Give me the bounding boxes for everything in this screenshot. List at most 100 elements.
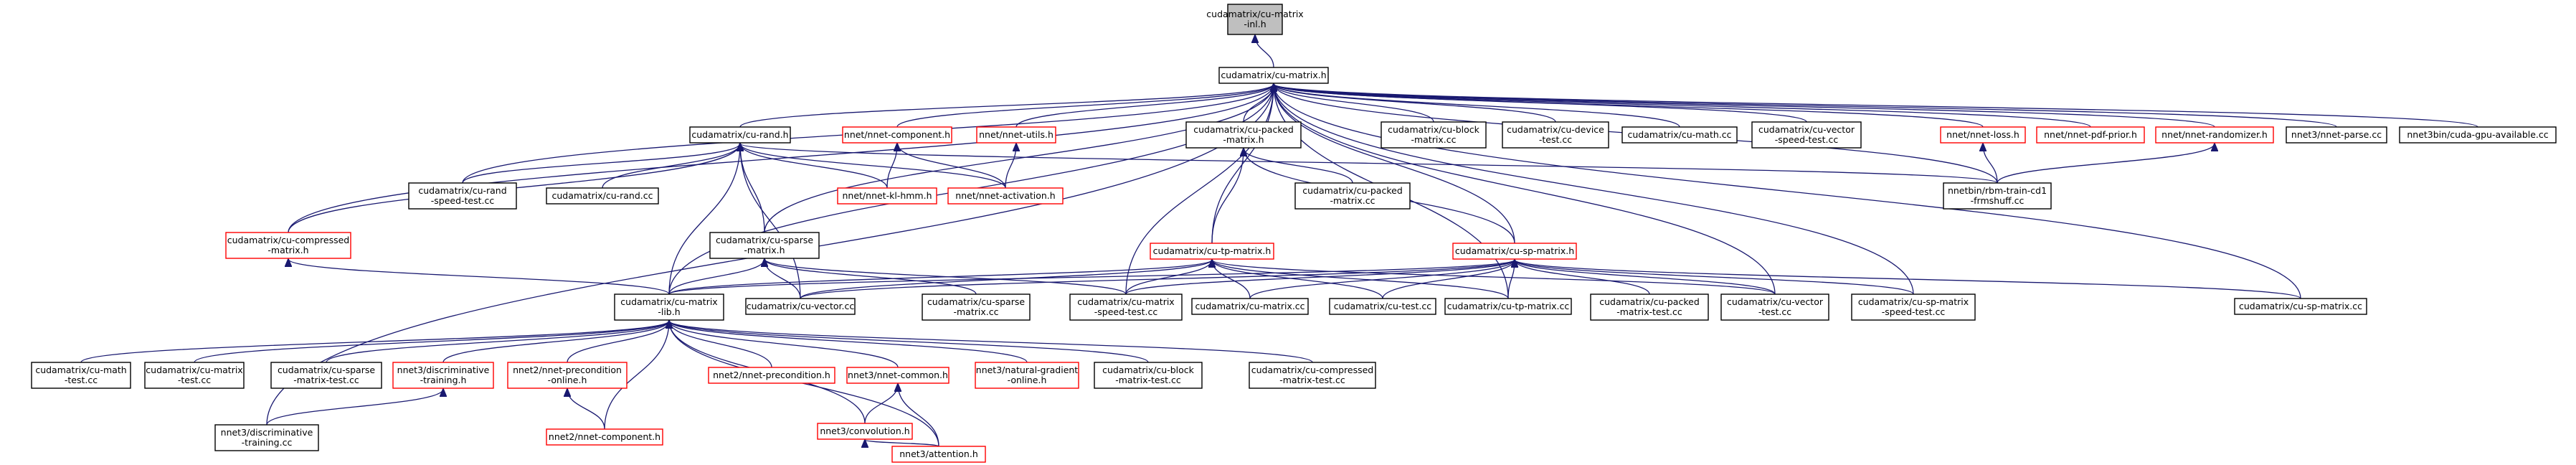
node-nnet-component-h[interactable]: nnet/nnet-component.h <box>842 126 952 144</box>
node-nnet-randomizer-h[interactable]: nnet/nnet-randomizer.h <box>2155 126 2274 144</box>
node-nnet3-attention-h[interactable]: nnet3/attention.h <box>891 446 986 463</box>
node-box <box>689 126 791 144</box>
node-cu-tp-matrix-cc[interactable]: cudamatrix/cu-tp-matrix.cc <box>1444 298 1572 315</box>
node-label: -matrix-test.cc <box>1115 375 1181 385</box>
node-box <box>1218 67 1329 84</box>
node-nnet3-convolution-h[interactable]: nnet3/convolution.h <box>817 423 913 440</box>
edge-cu-tp-matrix-cc-to-cu-tp-matrix-h <box>1212 260 1509 299</box>
node-box <box>614 293 724 321</box>
node-label: cudamatrix/cu-matrix <box>620 296 717 307</box>
node-box <box>2234 298 2367 315</box>
edge-cu-test-cc-to-cu-tp-matrix-h <box>1212 260 1383 299</box>
node-label: cudamatrix/cu-rand.h <box>691 129 788 140</box>
node-nnet-pdf-prior-h[interactable]: nnet/nnet-pdf-prior.h <box>2036 126 2145 144</box>
edge-nnet3-convolution-h-to-nnet3-common-h <box>864 384 898 424</box>
node-cu-sp-matrix-cc[interactable]: cudamatrix/cu-sp-matrix.cc <box>2234 298 2367 315</box>
node-cu-matrix-speedtest[interactable]: cudamatrix/cu-matrix-speed-test.cc <box>1069 293 1183 321</box>
node-cu-math-test[interactable]: cudamatrix/cu-math-test.cc <box>31 362 131 389</box>
node-cu-rand-h[interactable]: cudamatrix/cu-rand.h <box>689 126 791 144</box>
edge-cu-matrix-lib-h-to-cu-tp-matrix-h <box>668 260 1212 295</box>
node-box <box>817 423 913 440</box>
node-label: -test.cc <box>65 375 98 385</box>
node-box <box>975 362 1079 389</box>
node-nnet3-parse-cc[interactable]: nnet3/nnet-parse.cc <box>2286 126 2387 144</box>
node-cu-math-cc[interactable]: cudamatrix/cu-math.cc <box>1621 126 1738 144</box>
node-cu-vector-cc[interactable]: cudamatrix/cu-vector.cc <box>745 298 856 315</box>
node-box <box>1294 182 1411 210</box>
edge-nnet3-disc-training-cc-to-nnet3-disc-training-h <box>266 389 443 426</box>
node-cu-matrix-test[interactable]: cudamatrix/cu-matrix-test.cc <box>144 362 245 389</box>
node-cu-rand-cc[interactable]: cudamatrix/cu-rand.cc <box>546 187 659 205</box>
node-nnet2-precond-h[interactable]: nnet2/nnet-precondition.h <box>708 367 835 384</box>
edge-cu-sp-matrix-cc-to-cu-sp-matrix-h <box>1515 260 2301 299</box>
node-label: nnetbin/rbm-train-cd1 <box>1948 185 2047 196</box>
edge-cu-sparse-matrix-test-to-cu-matrix-lib-h <box>326 321 669 363</box>
node-nnet2-component-h[interactable]: nnet2/nnet-component.h <box>546 428 663 446</box>
node-cu-matrix-cc[interactable]: cudamatrix/cu-matrix.cc <box>1191 298 1309 315</box>
edge-cu-sp-matrix-speedtest-to-cu-sp-matrix-h <box>1515 260 1914 295</box>
edge-cu-vector-test-to-cu-tp-matrix-h <box>1212 260 1776 295</box>
node-cu-sparse-matrix-test[interactable]: cudamatrix/cu-sparse-matrix-test.cc <box>270 362 382 389</box>
node-cu-block-matrix-cc[interactable]: cudamatrix/cu-block-matrix.cc <box>1381 121 1487 149</box>
node-label: cudamatrix/cu-sp-matrix.cc <box>2239 301 2362 311</box>
node-cu-packed-matrix-cc[interactable]: cudamatrix/cu-packed-matrix.cc <box>1294 182 1411 210</box>
edge-cu-tp-matrix-h-to-cu-matrix <box>1211 84 1274 244</box>
node-cu-block-matrix-test[interactable]: cudamatrix/cu-block-matrix-test.cc <box>1094 362 1203 389</box>
node-rbm-train-cd1[interactable]: nnetbin/rbm-train-cd1-frmshuff.cc <box>1943 182 2052 210</box>
node-nnet-kl-hmm-h[interactable]: nnet/nnet-kl-hmm.h <box>837 187 937 205</box>
edge-cu-vector-test-to-cu-sp-matrix-h <box>1515 260 1776 295</box>
node-box <box>1094 362 1203 389</box>
node-nnet3-common-h[interactable]: nnet3/nnet-common.h <box>846 367 950 384</box>
node-label: nnet3/nnet-parse.cc <box>2291 129 2382 140</box>
node-nnet3-disc-training-cc[interactable]: nnet3/discriminative-training.cc <box>214 424 319 451</box>
node-cu-packed-matrix-test[interactable]: cudamatrix/cu-packed-matrix-test.cc <box>1590 293 1709 321</box>
node-cu-sparse-matrix-cc[interactable]: cudamatrix/cu-sparse-matrix.cc <box>922 293 1031 321</box>
edge-nnet3-disc-training-h-to-cu-matrix-lib-h <box>442 321 669 363</box>
node-nnet-loss-h[interactable]: nnet/nnet-loss.h <box>1940 126 2026 144</box>
node-cu-sparse-matrix-h[interactable]: cudamatrix/cu-sparse-matrix.h <box>709 232 820 259</box>
node-cu-compressed-matrix-h[interactable]: cudamatrix/cu-compressed-matrix.h <box>225 232 351 259</box>
edge-cuda-gpu-available-to-cu-matrix <box>1274 84 2478 128</box>
edge-nnet3-common-h-to-cu-matrix-lib-h <box>669 321 899 368</box>
edge-cu-block-matrix-cc-to-cu-matrix <box>1274 84 1434 123</box>
node-label: -matrix.cc <box>1411 134 1457 145</box>
node-cu-sp-matrix-h[interactable]: cudamatrix/cu-sp-matrix.h <box>1452 243 1577 260</box>
node-nnet3-disc-training-h[interactable]: nnet3/discriminative-training.h <box>392 362 494 389</box>
node-cu-matrix-lib-h[interactable]: cudamatrix/cu-matrix-lib.h <box>614 293 724 321</box>
node-label: -matrix.cc <box>1330 195 1375 206</box>
node-cu-tp-matrix-h[interactable]: cudamatrix/cu-tp-matrix.h <box>1150 243 1274 260</box>
node-nnet3-natural-gradient[interactable]: nnet3/natural-gradient-online.h <box>975 362 1079 389</box>
node-label: -matrix.cc <box>954 306 999 317</box>
node-nnet2-precond-online-h[interactable]: nnet2/nnet-precondition-online.h <box>507 362 628 389</box>
node-label: cudamatrix/cu-compressed <box>1251 365 1374 375</box>
node-cu-compressed-matrix-test[interactable]: cudamatrix/cu-compressed-matrix-test.cc <box>1249 362 1376 389</box>
node-cu-matrix-inl[interactable]: cudamatrix/cu-matrix-inl.h <box>1206 4 1304 35</box>
edge-cu-sparse-matrix-cc-to-cu-sparse-matrix-h <box>764 259 977 295</box>
node-cuda-gpu-available[interactable]: nnet3bin/cuda-gpu-available.cc <box>2399 126 2557 144</box>
node-label: -training.cc <box>242 437 293 448</box>
node-label: -test.cc <box>1539 134 1572 145</box>
node-box <box>745 298 856 315</box>
node-label: cudamatrix/cu-rand.cc <box>551 190 653 201</box>
node-label: nnet/nnet-kl-hmm.h <box>843 190 932 201</box>
node-nnet-activation-h[interactable]: nnet/nnet-activation.h <box>947 187 1064 205</box>
node-label: cudamatrix/cu-matrix <box>146 365 242 375</box>
edge-rbm-train-cd1-to-nnet-loss-h <box>1983 144 1998 184</box>
node-cu-rand-speedtest[interactable]: cudamatrix/cu-rand-speed-test.cc <box>408 182 517 210</box>
node-label: -speed-test.cc <box>431 195 495 206</box>
node-cu-device-test[interactable]: cudamatrix/cu-device-test.cc <box>1502 121 1609 149</box>
node-nnet-utils-h[interactable]: nnet/nnet-utils.h <box>976 126 1056 144</box>
node-cu-vector-test[interactable]: cudamatrix/cu-vector-test.cc <box>1720 293 1829 321</box>
node-cu-packed-matrix-h[interactable]: cudamatrix/cu-packed-matrix.h <box>1185 121 1302 149</box>
edge-cu-test-cc-to-cu-sp-matrix-h <box>1382 260 1515 299</box>
node-label: -matrix-test.cc <box>293 375 359 385</box>
node-cu-matrix[interactable]: cudamatrix/cu-matrix.h <box>1218 67 1329 84</box>
node-box <box>922 293 1031 321</box>
node-cu-test-cc[interactable]: cudamatrix/cu-test.cc <box>1329 298 1436 315</box>
node-cu-sp-matrix-speedtest[interactable]: cudamatrix/cu-sp-matrix-speed-test.cc <box>1851 293 1976 321</box>
node-label: cudamatrix/cu-sp-matrix <box>1858 296 1969 307</box>
edge-cu-block-matrix-test-to-cu-matrix-lib-h <box>669 321 1149 363</box>
dependency-edges <box>80 35 2478 446</box>
node-cu-vector-speedtest[interactable]: cudamatrix/cu-vector-speed-test.cc <box>1751 121 1862 149</box>
